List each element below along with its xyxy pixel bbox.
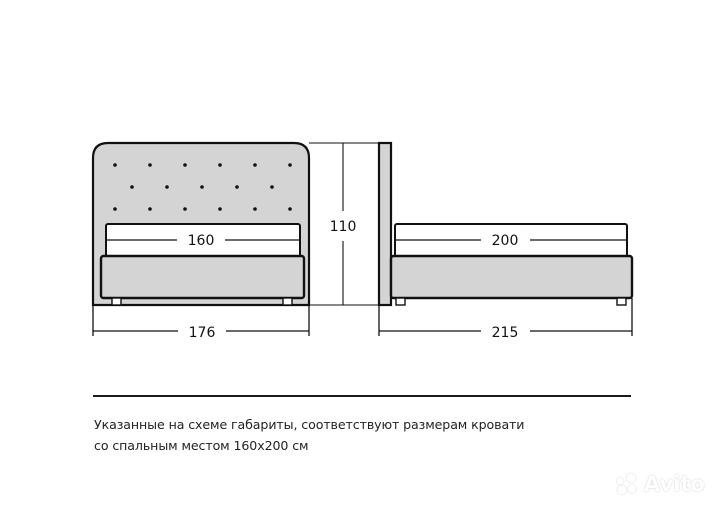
- label-200: 200: [492, 233, 519, 249]
- divider-rule: [93, 395, 631, 397]
- side-base: [389, 254, 634, 300]
- front-foot-left: [111, 297, 122, 306]
- front-view: [91, 141, 379, 336]
- side-foot-left: [395, 297, 406, 306]
- front-base: [99, 254, 306, 300]
- avito-dots-icon: [615, 472, 637, 496]
- label-110: 110: [330, 219, 357, 235]
- caption: Указанные на схеме габариты, соответству…: [94, 414, 654, 456]
- avito-wordmark: Avito: [644, 472, 705, 496]
- side-headboard: [377, 141, 393, 307]
- side-view: [377, 141, 634, 336]
- front-foot-right: [282, 297, 293, 306]
- caption-line-2: со спальным местом 160x200 см: [94, 438, 309, 453]
- tufting-dots: [113, 163, 292, 211]
- caption-line-1: Указанные на схеме габариты, соответству…: [94, 417, 525, 432]
- label-160: 160: [188, 233, 215, 249]
- avito-watermark: Avito: [614, 470, 705, 498]
- side-foot-right: [616, 297, 627, 306]
- label-215: 215: [492, 325, 519, 341]
- label-176: 176: [189, 325, 216, 341]
